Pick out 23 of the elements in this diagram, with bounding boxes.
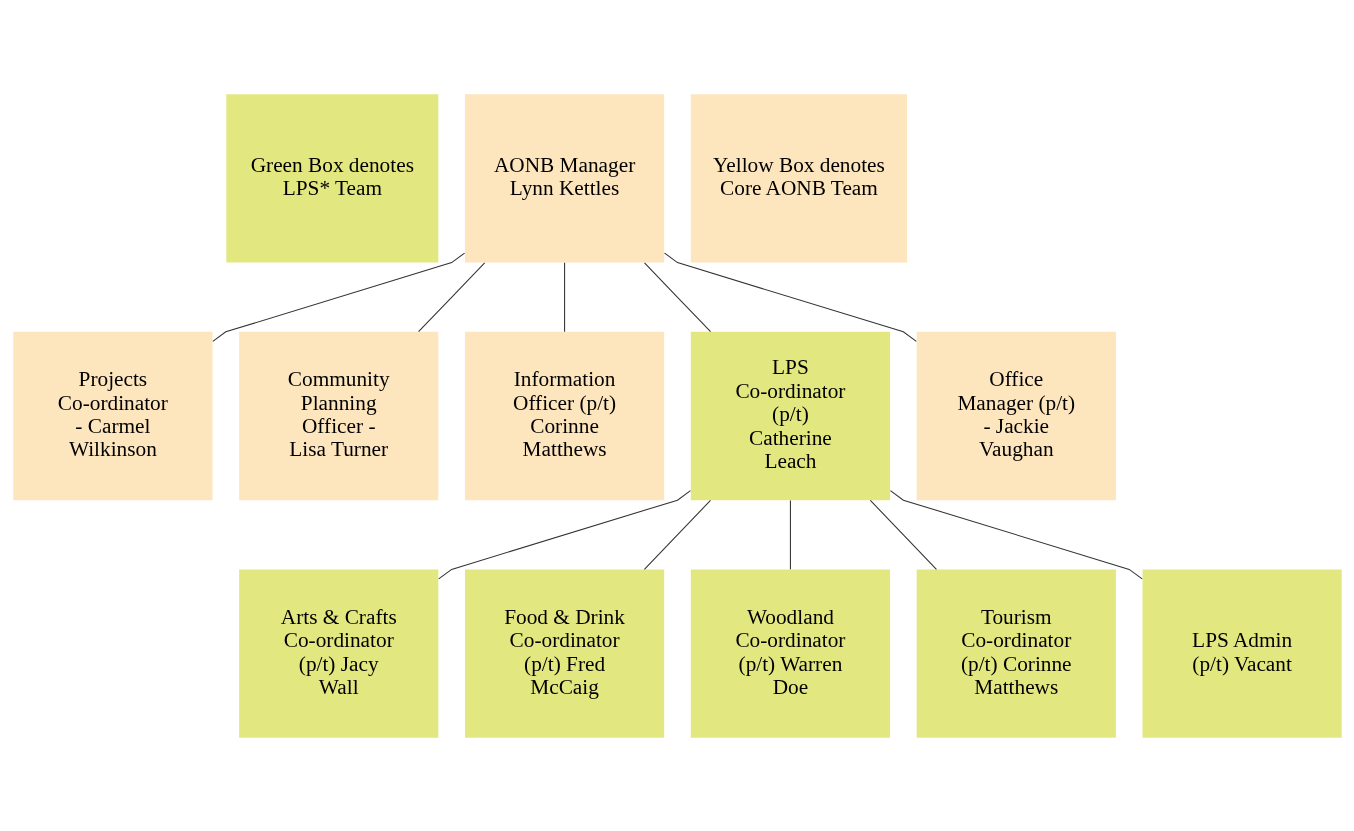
connector xyxy=(211,252,465,342)
connector xyxy=(437,489,691,579)
node-box: LPS Co-ordinator (p/t) Catherine Leach xyxy=(690,331,890,500)
node-box: Arts & Crafts Co-ordinator (p/t) Jacy Wall xyxy=(238,568,438,738)
connector xyxy=(869,499,937,570)
node-box: Tourism Co-ordinator (p/t) Corinne Matthews xyxy=(916,568,1116,738)
node-box: Yellow Box denotes Core AONB Team xyxy=(690,93,907,263)
connector xyxy=(789,499,791,570)
connector xyxy=(889,489,1143,579)
node-box: Green Box denotes LPS* Team xyxy=(225,93,438,263)
node-box: Projects Co-ordinator - Carmel Wilkinson xyxy=(12,331,212,500)
node-box: Information Officer (p/t) Corinne Matthews xyxy=(464,331,664,500)
node-box: Office Manager (p/t) - Jackie Vaughan xyxy=(916,331,1116,500)
node-box: Community Planning Officer - Lisa Turner xyxy=(238,331,438,500)
node-box: Woodland Co-ordinator (p/t) Warren Doe xyxy=(690,568,890,738)
connector xyxy=(643,261,711,332)
connector xyxy=(643,499,711,570)
connector xyxy=(663,252,917,342)
node-box: AONB Manager Lynn Kettles xyxy=(464,93,664,263)
node-box: LPS Admin (p/t) Vacant xyxy=(1142,568,1342,738)
connector xyxy=(417,261,485,332)
node-box: Food & Drink Co-ordinator (p/t) Fred McCaig xyxy=(464,568,664,738)
connector xyxy=(563,261,565,332)
